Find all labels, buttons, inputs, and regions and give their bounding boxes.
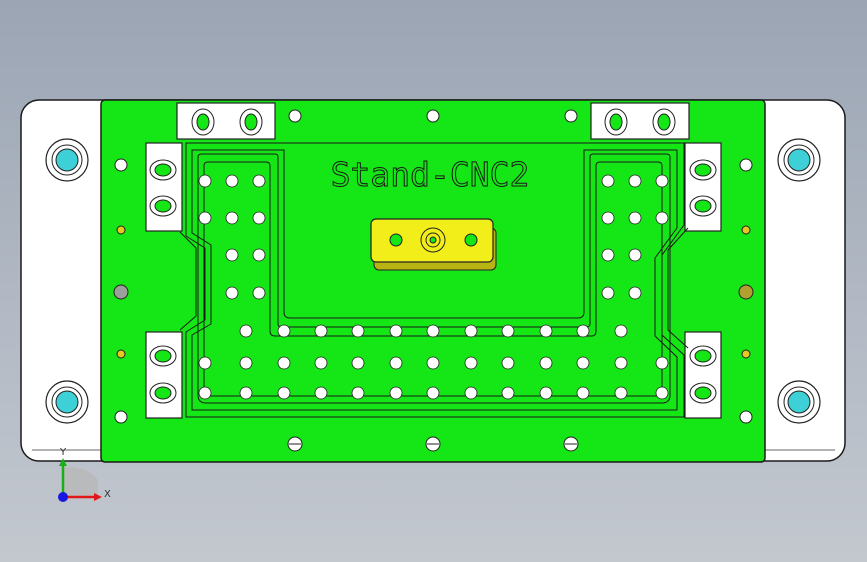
top-clamp-left (176, 102, 276, 140)
vacuum-hole (252, 286, 266, 300)
vacuum-hole (225, 174, 239, 188)
vacuum-hole (239, 324, 253, 338)
vacuum-hole (277, 386, 291, 400)
vacuum-hole (601, 286, 615, 300)
vacuum-hole (601, 248, 615, 262)
corner-locator-pins (45, 138, 821, 424)
vacuum-hole (464, 386, 478, 400)
green-pallet-plate (100, 99, 766, 463)
vacuum-hole (314, 356, 328, 370)
vacuum-hole (389, 324, 403, 338)
vacuum-hole (464, 324, 478, 338)
vacuum-hole (314, 386, 328, 400)
side-clamp-left-bottom (145, 331, 183, 419)
locator-pin-top-left (45, 138, 89, 182)
vacuum-hole (351, 324, 365, 338)
vacuum-hole (655, 174, 669, 188)
groove-outlines (179, 142, 689, 418)
vacuum-hole (614, 386, 628, 400)
vacuum-hole (389, 386, 403, 400)
vacuum-hole (464, 356, 478, 370)
vacuum-hole (198, 174, 212, 188)
bottom-slotted-holes (287, 436, 579, 452)
vacuum-hole (239, 386, 253, 400)
vacuum-hole (614, 356, 628, 370)
side-clamp-right-bottom (684, 331, 722, 419)
vacuum-hole (655, 356, 669, 370)
vacuum-hole (501, 386, 515, 400)
vacuum-hole (389, 356, 403, 370)
vacuum-hole (252, 174, 266, 188)
engraved-label: Stand-CNC2 (331, 155, 530, 194)
vacuum-hole (351, 386, 365, 400)
vacuum-hole (655, 386, 669, 400)
vacuum-hole (225, 286, 239, 300)
side-clamp-left-top (145, 142, 183, 232)
vacuum-hole (501, 324, 515, 338)
y-axis-label: Y (59, 447, 67, 458)
vacuum-hole (601, 211, 615, 225)
vacuum-hole (601, 174, 615, 188)
vacuum-hole (539, 356, 553, 370)
x-axis-label: X (104, 489, 111, 500)
vacuum-hole (225, 211, 239, 225)
vacuum-hole (614, 324, 628, 338)
vacuum-hole (628, 248, 642, 262)
top-clamp-right (590, 102, 690, 140)
vacuum-hole (426, 386, 440, 400)
vacuum-hole (628, 286, 642, 300)
locator-pin-bottom-right (777, 380, 821, 424)
vacuum-hole (351, 356, 365, 370)
vacuum-hole (655, 211, 669, 225)
vacuum-hole (252, 248, 266, 262)
vacuum-hole (198, 211, 212, 225)
vacuum-hole (426, 356, 440, 370)
vacuum-hole (225, 248, 239, 262)
pallet-mounting-holes (113, 109, 754, 452)
vacuum-hole (198, 386, 212, 400)
vacuum-hole (576, 356, 590, 370)
vacuum-hole (501, 356, 515, 370)
vacuum-hole-grid (198, 174, 669, 400)
vacuum-hole (539, 324, 553, 338)
locator-pin-top-right (777, 138, 821, 182)
vacuum-hole (252, 211, 266, 225)
vacuum-hole (277, 356, 291, 370)
vacuum-hole (576, 324, 590, 338)
side-clamp-right-top (684, 142, 722, 232)
locator-pin-bottom-left (45, 380, 89, 424)
vacuum-hole (576, 386, 590, 400)
vacuum-hole (239, 356, 253, 370)
vacuum-hole (539, 386, 553, 400)
vacuum-hole (198, 356, 212, 370)
vacuum-hole (314, 324, 328, 338)
vacuum-hole (277, 324, 291, 338)
vacuum-hole (628, 211, 642, 225)
vacuum-hole (628, 174, 642, 188)
vacuum-hole (426, 324, 440, 338)
center-locating-block (370, 218, 497, 271)
coordinate-triad: Y X (58, 447, 111, 502)
